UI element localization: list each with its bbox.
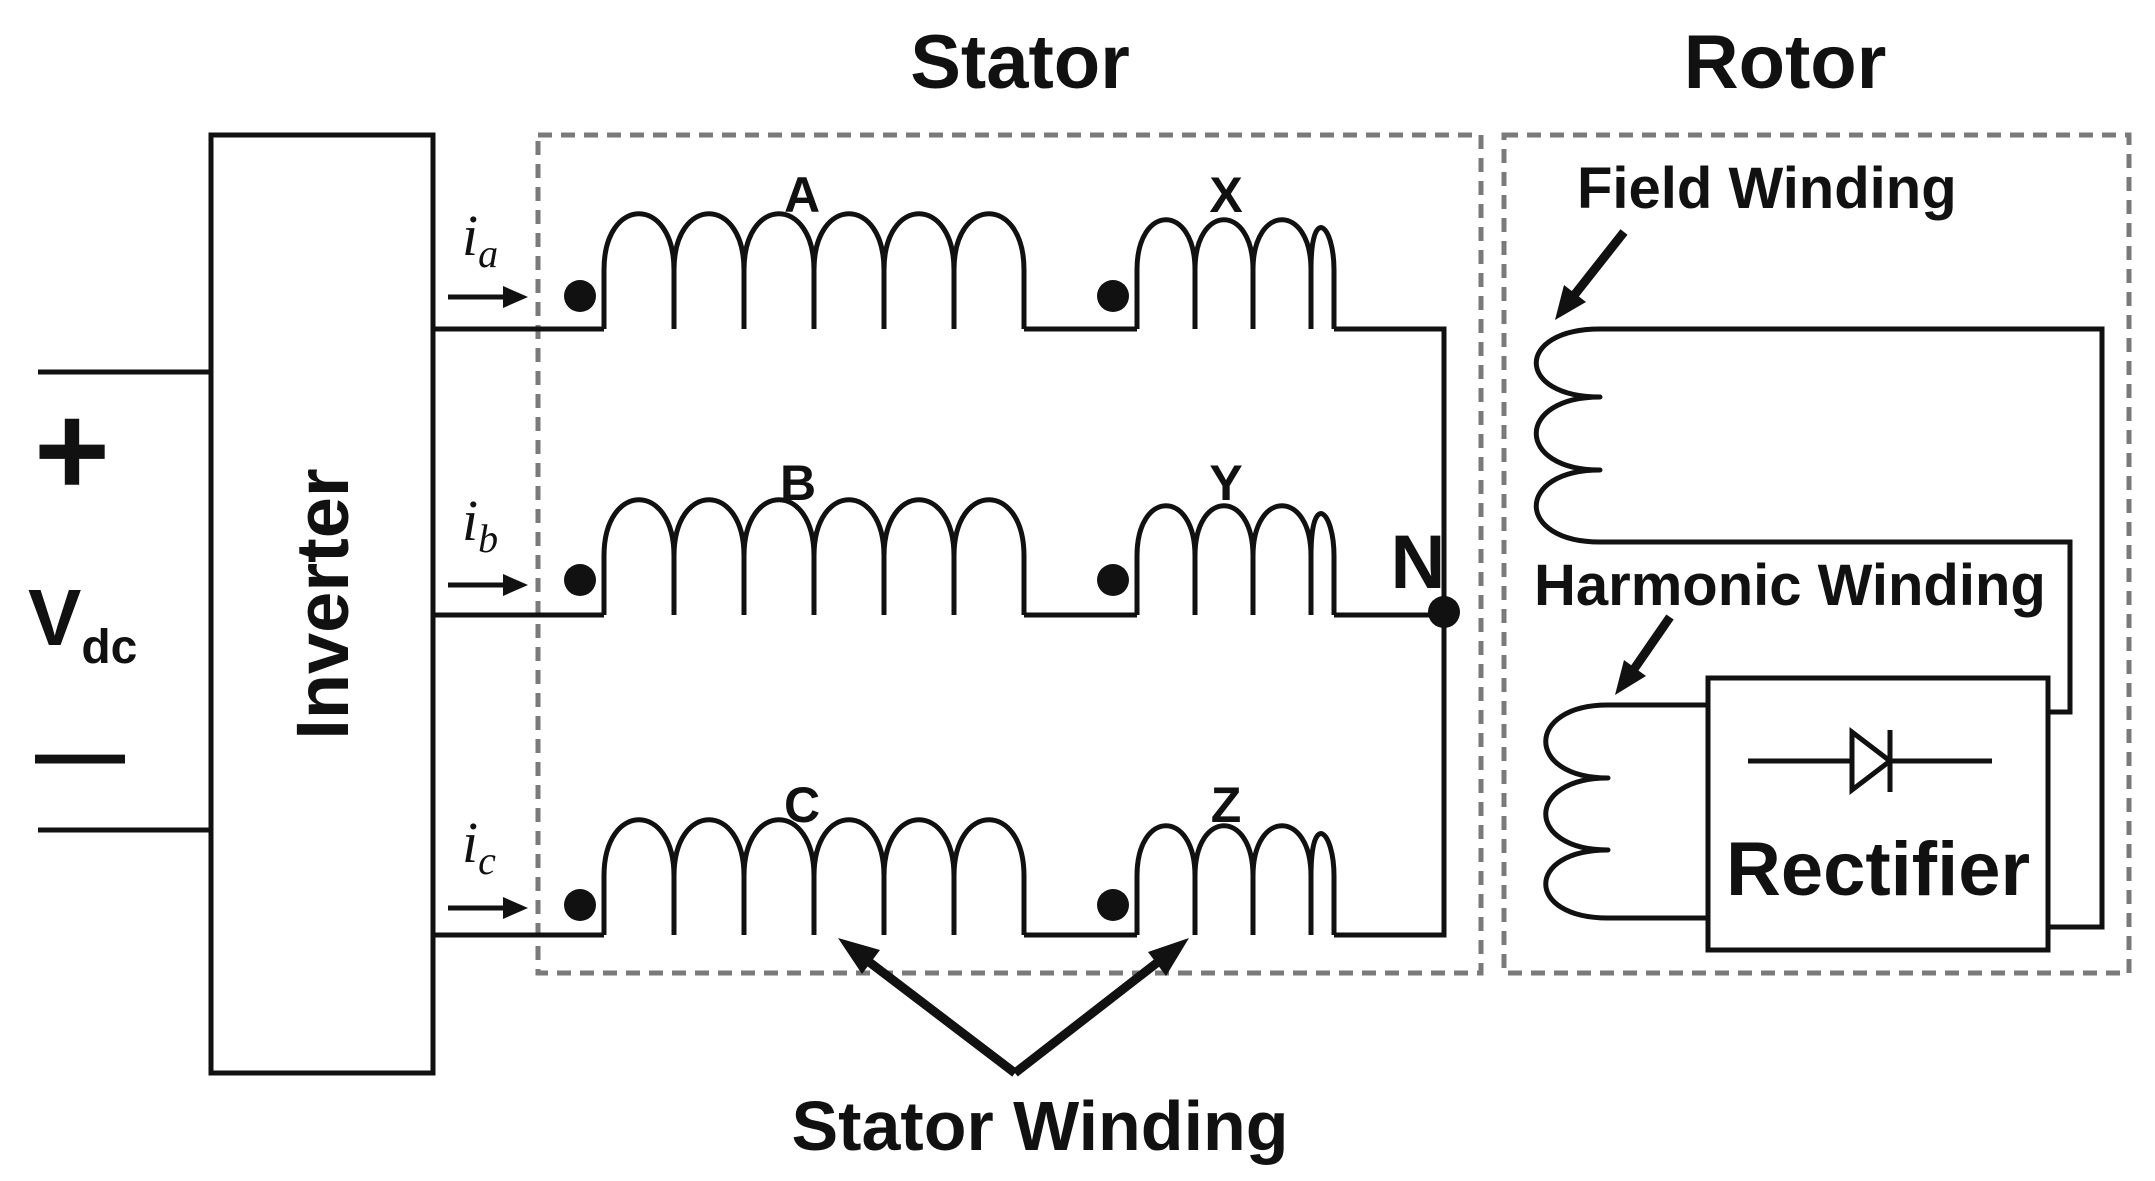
callout-arrow-right-shaft xyxy=(1012,951,1170,1077)
phase-b-row: ib B Y xyxy=(433,455,1444,618)
neutral-label: N xyxy=(1391,520,1446,605)
field-winding-arrowhead xyxy=(1555,285,1586,320)
callout-arrow-left-shaft xyxy=(857,951,1018,1077)
winding-z-coil xyxy=(1134,823,1337,935)
phase-a-row: ia A X xyxy=(433,167,1447,612)
harmonic-winding-group: Harmonic Winding xyxy=(1534,553,2046,921)
harmonic-winding-label: Harmonic Winding xyxy=(1534,553,2046,618)
rotor-section-title: Rotor xyxy=(1684,20,1887,105)
current-a-subscript: a xyxy=(478,231,498,276)
stator-section-title: Stator xyxy=(910,20,1130,105)
winding-x-coil xyxy=(1134,217,1337,329)
winding-y-polarity-dot xyxy=(1097,564,1129,596)
winding-z-polarity-dot xyxy=(1097,889,1129,921)
current-b-arrowhead xyxy=(503,574,528,596)
harmonic-winding-coil xyxy=(1543,702,1611,921)
winding-x-label: X xyxy=(1209,167,1242,223)
stator-winding-label: Stator Winding xyxy=(791,1087,1288,1165)
dc-minus-sign: — xyxy=(35,703,125,803)
winding-y-label: Y xyxy=(1209,455,1242,511)
current-b-subscript: b xyxy=(478,516,498,561)
current-a-label: ia xyxy=(462,203,498,276)
harmonic-winding-arrow-shaft xyxy=(1628,614,1674,675)
winding-z-label: Z xyxy=(1211,777,1242,833)
field-winding-top-wire xyxy=(1600,326,2105,930)
rectifier-label: Rectifier xyxy=(1726,827,2030,912)
rectifier-group: Rectifier xyxy=(1705,675,2051,953)
current-c-subscript: c xyxy=(478,838,496,883)
winding-c-coil xyxy=(601,817,1027,935)
winding-b-coil xyxy=(601,497,1027,615)
rectifier-block xyxy=(1705,675,2051,953)
inverter-label: Inverter xyxy=(281,468,364,739)
winding-c-label: C xyxy=(784,777,820,833)
current-b-symbol: i xyxy=(462,488,478,553)
neutral-node xyxy=(1428,596,1460,628)
phase-c-row: ic C Z xyxy=(433,612,1447,938)
dc-voltage-label: Vdc xyxy=(28,573,137,674)
dc-source: + — Vdc xyxy=(28,369,211,833)
winding-y-coil xyxy=(1134,503,1337,615)
current-c-symbol: i xyxy=(462,810,478,875)
phase-a-neutral-wire xyxy=(1334,326,1447,612)
stator-winding-callout: Stator Winding xyxy=(791,938,1289,1165)
rotor-boundary xyxy=(1501,132,2132,976)
stator-boundary xyxy=(535,132,1484,976)
field-winding-label: Field Winding xyxy=(1577,156,1957,221)
winding-b-label: B xyxy=(780,455,816,511)
winding-a-coil xyxy=(601,211,1027,329)
dc-voltage-symbol: V xyxy=(28,573,81,662)
current-a-arrowhead xyxy=(503,286,528,308)
dc-plus-sign: + xyxy=(34,377,110,523)
field-winding-group: Field Winding xyxy=(1533,156,2105,930)
field-winding-coil xyxy=(1533,326,1603,545)
dc-voltage-subscript: dc xyxy=(81,621,137,674)
current-c-label: ic xyxy=(462,810,496,883)
callout-arrow-right-head xyxy=(1148,938,1189,976)
inverter-block xyxy=(208,132,436,1076)
callout-arrow-left-head xyxy=(838,938,880,974)
diode-icon xyxy=(1849,726,1895,796)
harmonic-winding-arrowhead xyxy=(1615,660,1646,695)
winding-b-polarity-dot xyxy=(564,564,596,596)
winding-a-label: A xyxy=(784,167,820,223)
winding-x-polarity-dot xyxy=(1097,280,1129,312)
phase-c-neutral-wire xyxy=(1334,612,1447,938)
current-c-arrowhead xyxy=(503,897,528,919)
field-winding-bottom-wire xyxy=(1600,539,2073,715)
winding-c-polarity-dot xyxy=(564,889,596,921)
current-a-symbol: i xyxy=(462,203,478,268)
field-winding-arrow-shaft xyxy=(1568,229,1628,301)
winding-a-polarity-dot xyxy=(564,280,596,312)
current-b-label: ib xyxy=(462,488,498,561)
